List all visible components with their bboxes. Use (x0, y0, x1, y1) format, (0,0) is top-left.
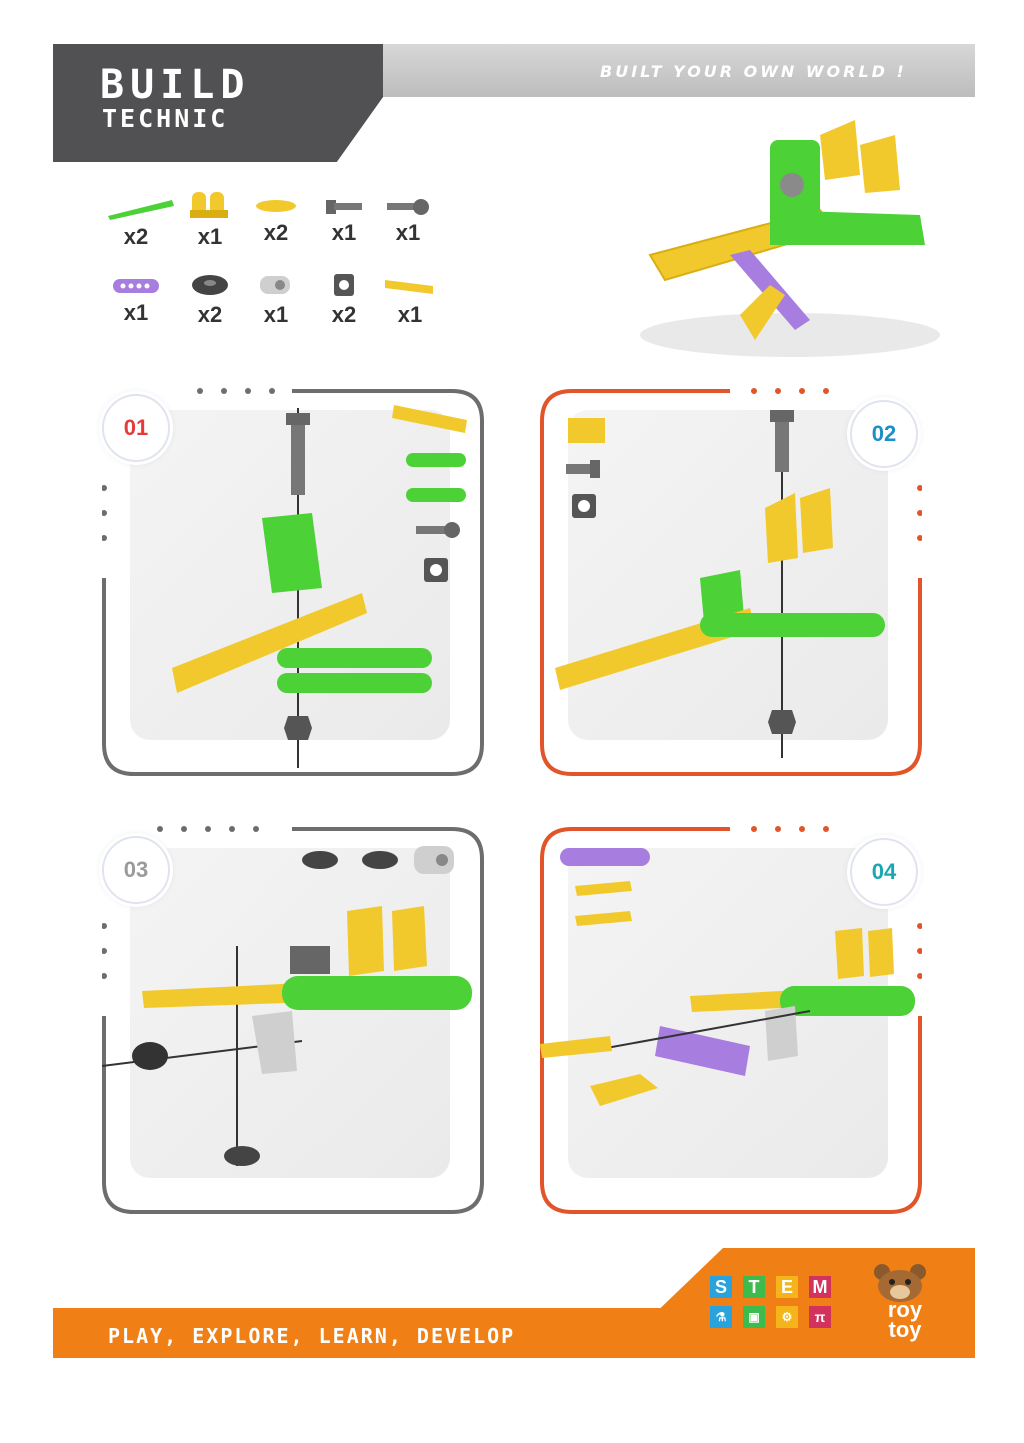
yellow-plate-icon (385, 280, 433, 294)
step-number-badge: 01 (102, 394, 170, 462)
science-icon: ⚗ (710, 1306, 732, 1328)
logo-line-2: toy (888, 1317, 922, 1342)
assembled-model-image (640, 120, 940, 357)
stem-letter-s: S (710, 1276, 732, 1298)
step-04-illustration (540, 848, 915, 1106)
part-long-screw: x1 (314, 196, 374, 246)
part-green-beam: x2 (106, 196, 174, 250)
step-number: 03 (123, 857, 149, 882)
brand-logo: roy toy (880, 1297, 930, 1342)
part-square-nut: x2 (314, 272, 374, 328)
footer-slogan: PLAY, EXPLORE, LEARN, DEVELOP (108, 1324, 516, 1348)
green-beam-icon (108, 200, 174, 220)
part-yellow-plate: x1 (380, 272, 440, 328)
part-short-screw: x1 (378, 196, 438, 246)
part-qty: x1 (397, 302, 423, 327)
gray-bracket-icon (260, 276, 290, 294)
step-panel-04: 04 (540, 826, 922, 1214)
stem-letter-t: T (743, 1276, 765, 1298)
step-frame (102, 388, 484, 776)
step-number: 04 (871, 859, 897, 884)
purple-plate-icon (113, 279, 159, 293)
step-number: 02 (871, 421, 897, 446)
yellow-bracket-icon (190, 192, 228, 218)
yellow-link-icon (256, 200, 296, 212)
part-yellow-bracket: x1 (180, 188, 240, 250)
step-number-badge: 03 (102, 836, 170, 904)
step-frame (540, 388, 922, 776)
step-frame (540, 826, 922, 1214)
part-qty: x1 (263, 302, 289, 327)
step-frame (102, 826, 484, 1214)
step-03-illustration (102, 846, 472, 1166)
logo-line-1: roy (887, 1297, 923, 1322)
part-qty: x2 (197, 302, 223, 327)
square-nut-icon (334, 274, 354, 296)
step-number-badge: 02 (850, 400, 918, 468)
gear-nut-icon (192, 275, 228, 295)
bear-logo-icon (874, 1264, 926, 1302)
step-01-illustration (172, 405, 467, 768)
part-gear-nut: x2 (180, 272, 240, 328)
part-qty: x2 (331, 302, 357, 327)
step-number: 01 (123, 415, 149, 440)
part-qty: x2 (263, 220, 289, 245)
part-qty: x2 (123, 224, 149, 249)
stem-letter-e: E (776, 1276, 798, 1298)
header-brand-panel (53, 44, 383, 162)
technology-icon: ▣ (743, 1306, 765, 1328)
step-panel-02: 02 (540, 388, 922, 776)
part-qty: x1 (331, 220, 357, 245)
step-02-illustration (555, 410, 885, 758)
stem-letter-m: M (809, 1276, 831, 1298)
part-purple-plate: x1 (106, 276, 166, 326)
engineering-icon: ⚙ (776, 1306, 798, 1328)
part-gray-bracket: x1 (246, 272, 306, 328)
short-screw-icon (387, 199, 429, 215)
step-panel-01: 01 (102, 388, 484, 776)
step-number-badge: 04 (850, 838, 918, 906)
step-panel-03: 03 (102, 826, 484, 1214)
math-pi-icon: π (809, 1306, 831, 1328)
part-qty: x1 (395, 220, 421, 245)
brand-title: BUILD (100, 62, 251, 108)
part-qty: x1 (123, 300, 149, 325)
brand-subtitle: TECHNIC (102, 104, 229, 133)
tagline: BUILT YOUR OWN WORLD ! (600, 62, 907, 81)
part-qty: x1 (197, 224, 223, 249)
long-screw-icon (326, 200, 362, 214)
part-yellow-link: x2 (246, 196, 306, 246)
